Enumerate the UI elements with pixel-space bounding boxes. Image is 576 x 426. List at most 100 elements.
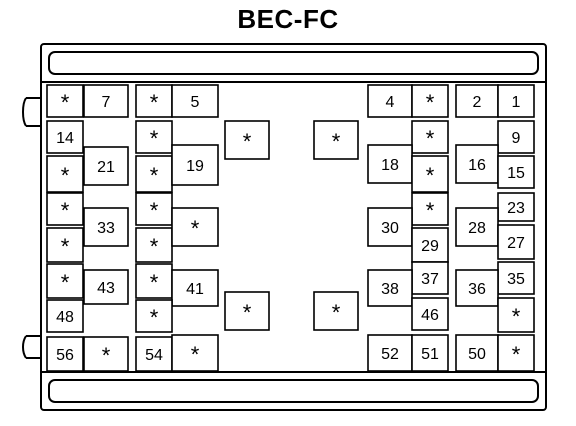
fuse-label: *: [243, 129, 252, 154]
fuse-slot: [455, 207, 499, 247]
fuse-slot: [411, 192, 449, 226]
fuse-label: 28: [468, 220, 486, 237]
fuse-c2-big1: 19: [171, 144, 219, 186]
fuse-slot: [411, 84, 449, 118]
fuse-label: *: [61, 90, 70, 115]
fuse-label: 30: [381, 220, 399, 237]
fuse-label: 37: [421, 271, 439, 288]
fuse-label: *: [61, 270, 70, 295]
fuse-label: *: [426, 126, 435, 151]
fuse-c1-r3: *: [46, 155, 84, 193]
fuse-c4-r8-b: *: [497, 334, 535, 372]
fuse-label: 14: [56, 130, 74, 147]
fuse-c2-r8-b: *: [171, 334, 219, 372]
fuse-label: 41: [186, 281, 204, 298]
fuse-c3-r4: *: [411, 192, 449, 226]
fuse-c4-r6: 35: [497, 261, 535, 295]
fuse-label: *: [332, 300, 341, 325]
fuse-label: 1: [512, 94, 521, 111]
fuse-slot: [367, 334, 413, 372]
fuse-c3-r7: 46: [411, 297, 449, 331]
fuse-c2-r1-a: *: [135, 84, 173, 118]
fuse-c2-r6: *: [135, 263, 173, 299]
fuse-label: 23: [507, 200, 525, 217]
fuse-slot: [411, 297, 449, 331]
fuse-label: *: [426, 198, 435, 223]
fuse-slot: [83, 269, 129, 305]
fuse-c3-r3: *: [411, 155, 449, 193]
fuse-slot: [83, 336, 129, 372]
fuse-c4-big1: 16: [455, 144, 499, 184]
fuse-label: 35: [507, 271, 525, 288]
fuse-slot: [171, 269, 219, 307]
fuse-c3-big2: 30: [367, 207, 413, 247]
fuse-c2-big3: 41: [171, 269, 219, 307]
fuse-label: 16: [468, 157, 486, 174]
fuse-c2-r5: *: [135, 227, 173, 263]
fuse-slot: [46, 263, 84, 299]
fuse-c3-r1-b: *: [411, 84, 449, 118]
fuse-slot: [497, 297, 535, 333]
fuse-c4-big2: 28: [455, 207, 499, 247]
fuse-c4-r4: 23: [497, 192, 535, 222]
fuse-slot: [135, 227, 173, 263]
fuse-label: *: [61, 198, 70, 223]
fuse-label: 27: [507, 235, 525, 252]
fuse-label: *: [150, 90, 159, 115]
fuse-slot: [46, 192, 84, 226]
fuse-slot: [135, 120, 173, 154]
fuse-slot: [411, 227, 449, 263]
fuse-c1-r8-b: *: [83, 336, 129, 372]
fuse-c4-r1-a: 2: [455, 84, 499, 118]
fuse-c1-r5: *: [46, 227, 84, 263]
fuse-label: *: [150, 198, 159, 223]
diagram-title: BEC-FC: [237, 4, 339, 34]
fuse-slot: [411, 155, 449, 193]
fuse-c2-r4: *: [135, 192, 173, 226]
fuse-label: *: [191, 342, 200, 367]
fuse-slot: [367, 207, 413, 247]
fuse-label: 7: [102, 94, 111, 111]
fuse-slot: [135, 84, 173, 118]
fuse-label: *: [191, 216, 200, 241]
fuse-slot: [135, 192, 173, 226]
fuse-slot: [313, 120, 359, 160]
fuse-c1-r8-a: 56: [46, 336, 84, 372]
fuse-mid-4: *: [313, 291, 359, 331]
fuse-c2-r1-b: 5: [171, 84, 219, 118]
fuse-c2-r8-a: 54: [135, 336, 173, 372]
fuse-c1-r4: *: [46, 192, 84, 226]
fuse-c1-r2: 14: [46, 120, 84, 154]
fuse-c3-big1: 18: [367, 144, 413, 184]
fuse-c2-r3: *: [135, 155, 173, 193]
fuse-slot: [83, 207, 129, 247]
fuse-label: 9: [512, 130, 521, 147]
fuse-label: 15: [507, 165, 525, 182]
fuse-label: 50: [468, 346, 486, 363]
fuse-slot: [497, 334, 535, 372]
fuse-label: 43: [97, 280, 115, 297]
fuse-label: *: [61, 234, 70, 259]
fuse-c1-r1-b: 7: [83, 84, 129, 118]
fuse-slot: [135, 155, 173, 193]
fuse-slot: [46, 336, 84, 372]
fuse-c1-big1: 21: [83, 146, 129, 186]
fuse-c4-r8-a: 50: [455, 334, 499, 372]
fuse-slot: [171, 84, 219, 118]
fuse-label: *: [512, 342, 521, 367]
fuse-slot: [171, 144, 219, 186]
fuse-slot: [224, 291, 270, 331]
fuse-slot: [83, 146, 129, 186]
fuse-slot: [171, 207, 219, 247]
fuse-label: *: [150, 234, 159, 259]
fuse-label: 46: [421, 307, 439, 324]
fuse-slot: [497, 155, 535, 189]
fuse-label: 21: [97, 159, 115, 176]
fuse-label: 51: [421, 346, 439, 363]
fuse-label: 52: [381, 346, 399, 363]
fuse-c3-r5: 29: [411, 227, 449, 263]
fuse-slot: [497, 84, 535, 118]
fuse-slot: [367, 269, 413, 307]
fuse-c4-r1-b: 1: [497, 84, 535, 118]
fuse-slot: [135, 299, 173, 333]
